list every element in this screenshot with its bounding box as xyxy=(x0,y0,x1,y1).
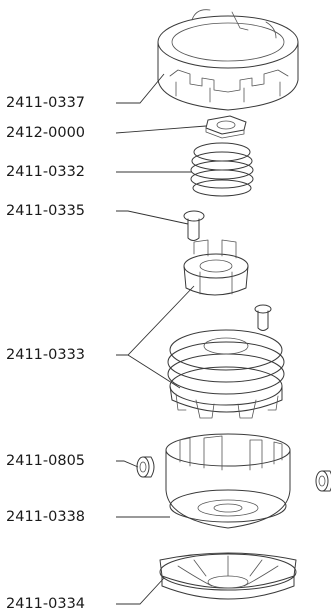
eyelet-left-part xyxy=(136,456,155,478)
label-spool-and-ratchet: 2411-0333 xyxy=(6,347,86,363)
housing-part xyxy=(165,433,291,529)
label-eyelet: 2411-0805 xyxy=(6,453,86,469)
pin-part xyxy=(183,210,205,241)
label-nut: 2412-0000 xyxy=(6,125,86,141)
bottom-cap-part xyxy=(159,552,297,600)
leader-lines xyxy=(115,73,207,605)
label-top-cover: 2411-0337 xyxy=(6,95,86,111)
top-cover-part xyxy=(157,9,299,111)
small-pin-part xyxy=(254,304,272,331)
eyelet-right-part xyxy=(315,470,331,492)
nut-part xyxy=(205,115,247,139)
ratchet-part xyxy=(183,239,249,296)
label-bottom-cap: 2411-0334 xyxy=(6,596,86,612)
label-spring: 2411-0332 xyxy=(6,164,86,180)
label-pin: 2411-0335 xyxy=(6,203,86,219)
label-housing: 2411-0338 xyxy=(6,509,86,525)
spring-part xyxy=(190,142,254,197)
spool-part xyxy=(167,329,285,419)
